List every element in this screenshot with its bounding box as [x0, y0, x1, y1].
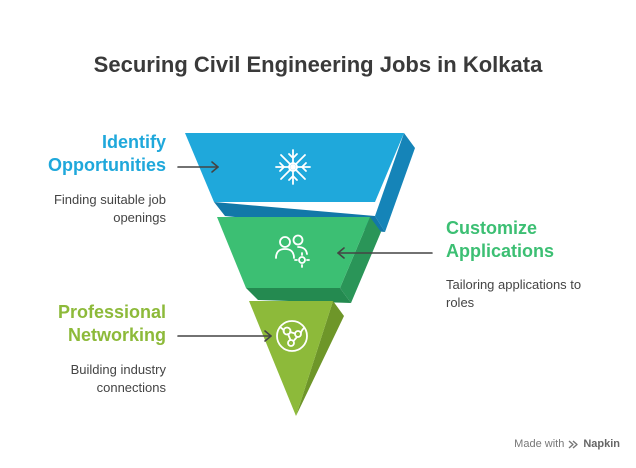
- napkin-logo-icon: [568, 439, 579, 449]
- funnel-stage-1-side: [375, 133, 415, 232]
- stage-2-description: Tailoring applications to roles: [446, 276, 626, 312]
- napkin-brand-text: Napkin: [583, 438, 620, 450]
- snowflake-network-icon: [275, 149, 311, 185]
- funnel-stage-3-front: [249, 301, 333, 416]
- funnel-stage-2-side: [340, 217, 381, 303]
- made-with-napkin[interactable]: Made with Napkin: [514, 438, 620, 450]
- stage-3-desc-line2: connections: [96, 380, 166, 395]
- funnel-stage-2-bottom: [246, 288, 351, 303]
- stage-1-desc-line1: Finding suitable job: [53, 192, 166, 207]
- page-title: Securing Civil Engineering Jobs in Kolka…: [93, 52, 543, 77]
- stage-2-heading-line2: Applications: [446, 241, 555, 261]
- stage-1-heading-line1: Identify: [101, 132, 166, 152]
- stage-3-heading: Professional Networking: [20, 301, 166, 347]
- stage-2-desc-line1: Tailoring applications to: [446, 277, 582, 292]
- funnel-stage-3-side: [296, 301, 344, 416]
- stage-2-desc-line2: roles: [446, 295, 475, 310]
- arrow-identify: [177, 161, 219, 173]
- globe-network-icon: [276, 320, 308, 352]
- stage-3-desc-line1: Building industry: [70, 362, 166, 377]
- arrow-customize: [337, 247, 433, 259]
- stage-1-description: Finding suitable job openings: [10, 191, 166, 227]
- arrow-networking: [177, 330, 272, 342]
- stage-1-heading-line2: Opportunities: [48, 155, 166, 175]
- users-gear-icon: [275, 234, 310, 268]
- stage-1-heading: Identify Opportunities: [20, 131, 166, 177]
- stage-2-heading: Customize Applications: [446, 217, 616, 263]
- made-with-text: Made with: [514, 438, 565, 450]
- stage-2-heading-line1: Customize: [446, 218, 538, 238]
- funnel-stage-3: [249, 301, 344, 416]
- stage-1-desc-line2: openings: [113, 210, 166, 225]
- stage-3-description: Building industry connections: [10, 361, 166, 397]
- stage-3-heading-line1: Professional: [57, 302, 166, 322]
- stage-3-heading-line2: Networking: [67, 325, 166, 345]
